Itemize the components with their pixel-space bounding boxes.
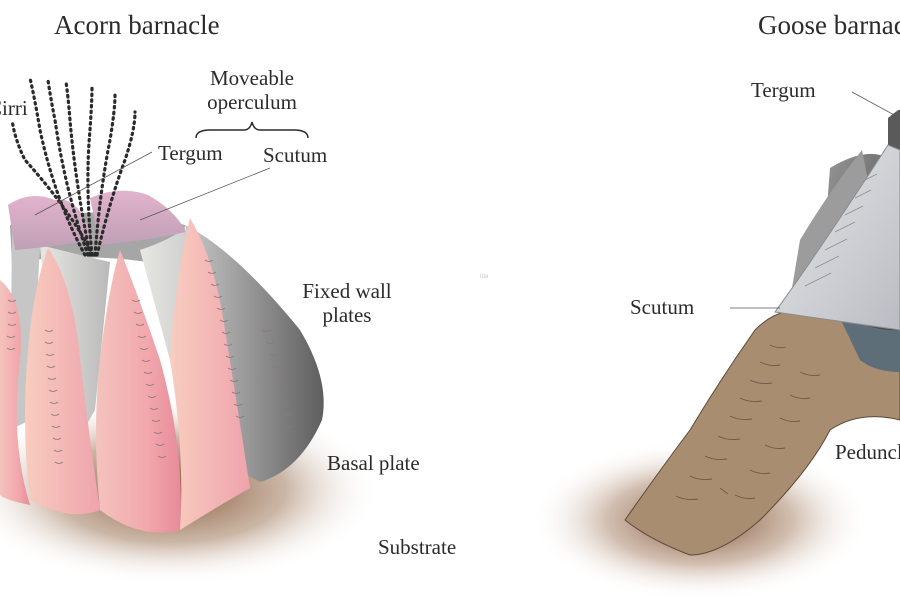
fixed-wall-label-line2: plates [322, 303, 372, 327]
cirri-label: Cirri [0, 96, 28, 120]
goose-barnacle [530, 91, 900, 600]
goose-leader-lines [730, 91, 897, 309]
acorn-scutum [90, 190, 186, 245]
acorn-scutum-label: Scutum [263, 143, 328, 167]
operculum-label-line2: operculum [207, 90, 297, 114]
goose-peduncle-shadow [840, 318, 900, 372]
fixed-wall-plates-label: Fixed wall plates [292, 279, 402, 327]
goose-scutum-lines [804, 173, 878, 287]
peduncle-label: Peduncle [835, 440, 900, 464]
goose-barnacle-title: Goose barnacle [758, 10, 900, 40]
basal-plate-label: Basal plate [327, 451, 420, 475]
acorn-tergum-label: Tergum [158, 141, 223, 165]
acorn-barnacle [0, 76, 380, 585]
acorn-leader-lines [34, 151, 271, 221]
operculum-label: Moveable operculum [200, 66, 304, 114]
acorn-growth-lines [6, 259, 293, 464]
goose-scutum-label: Scutum [630, 295, 695, 319]
acorn-barnacle-title: Acorn barnacle [54, 10, 220, 40]
acorn-cirri [10, 76, 137, 257]
acorn-tergum [8, 196, 92, 250]
goose-peduncle [624, 311, 900, 556]
acorn-wall-plate [96, 250, 181, 533]
goose-peduncle-rings [675, 344, 821, 501]
watermark: Ida [480, 274, 489, 280]
acorn-wall-plate [185, 225, 324, 482]
acorn-wall-plate [170, 218, 250, 530]
substrate-label: Substrate [378, 535, 457, 559]
acorn-wall-plate [25, 248, 100, 515]
goose-tergum-label: Tergum [751, 78, 816, 102]
operculum-brace [195, 121, 309, 139]
operculum-label-line1: Moveable [210, 66, 294, 90]
fixed-wall-label-line1: Fixed wall [302, 279, 392, 303]
